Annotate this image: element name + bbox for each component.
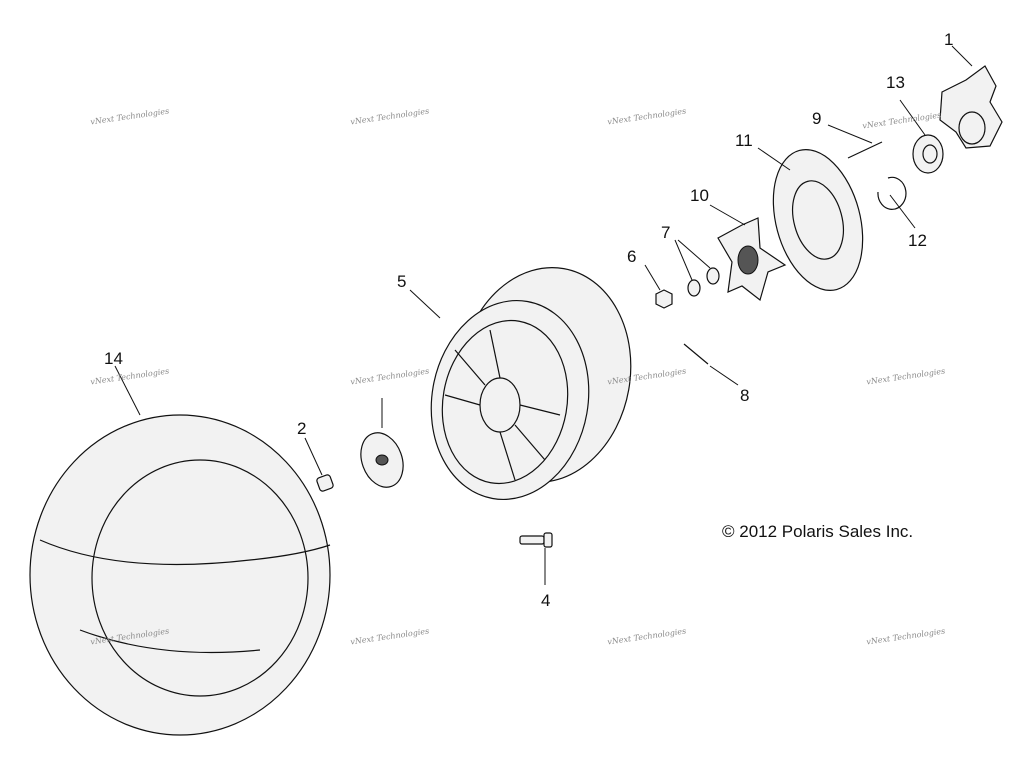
part-center-cap [360,398,404,488]
part-nut [644,264,673,309]
callout-2: 2 [297,419,306,438]
part-tire [29,414,331,736]
callout-4: 4 [541,591,550,610]
part-lug-bolt [519,532,553,585]
part-valve-stem [316,474,334,492]
callout-9: 9 [812,109,821,128]
callout-8: 8 [740,386,749,405]
callout-6: 6 [627,247,636,266]
part-hub [709,204,787,302]
callout-14: 14 [104,349,123,368]
callout-13: 13 [886,73,905,92]
part-cotter-pin [683,343,739,386]
part-bearing [899,99,944,174]
part-wheel-rim [430,267,632,501]
part-retaining-ring [877,176,916,229]
callout-11: 11 [735,131,753,150]
part-brake-disc [757,147,864,291]
callout-10: 10 [690,186,709,205]
callout-12: 12 [908,231,927,250]
part-washers [674,239,720,297]
copyright-text: © 2012 Polaris Sales Inc. [722,522,914,541]
callout-7: 7 [661,223,670,242]
callout-1: 1 [944,30,953,49]
part-knuckle [939,45,1003,149]
part-pin [827,124,883,159]
callout-5: 5 [397,272,406,291]
